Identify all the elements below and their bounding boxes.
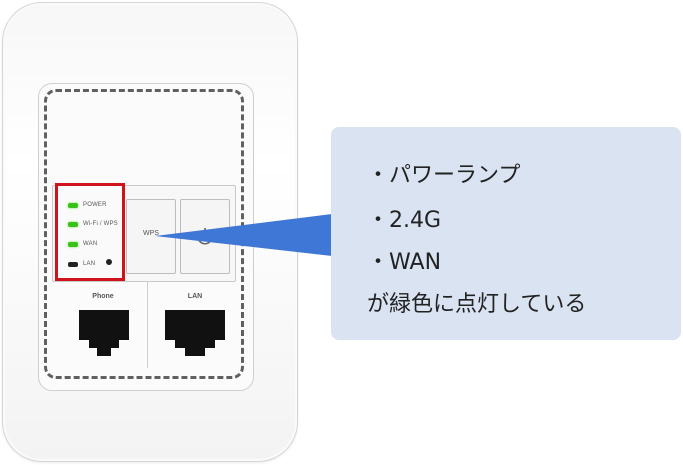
reset-hole-icon	[106, 259, 112, 265]
led-row-wan: WAN	[68, 241, 97, 247]
led-label: Wi-Fi / WPS	[83, 221, 118, 227]
led-label: POWER	[83, 202, 107, 208]
wan-led	[68, 241, 78, 247]
led-row-wifi: Wi-Fi / WPS	[68, 221, 118, 227]
callout-line: が緑色に点灯している	[367, 292, 587, 317]
callout-line: ・WAN	[367, 250, 442, 275]
led-row-power: POWER	[68, 202, 107, 208]
led-highlight-box: POWER Wi-Fi / WPS WAN LAN	[55, 183, 125, 281]
phone-port-label: Phone	[92, 293, 114, 300]
lan-led	[68, 261, 78, 267]
callout-line: ・2.4G	[367, 208, 442, 233]
lan-port-icon	[165, 310, 225, 356]
led-row-lan: LAN	[68, 261, 95, 267]
phone-port-icon	[79, 310, 129, 356]
wifi-led	[68, 221, 78, 227]
led-label: LAN	[83, 261, 96, 267]
wps-label: WPS	[143, 230, 159, 237]
port-divider	[147, 282, 148, 368]
led-label: WAN	[83, 241, 98, 247]
callout-line: ・パワーランプ	[367, 163, 521, 188]
power-led	[68, 202, 78, 208]
lan-port-label: LAN	[187, 293, 203, 300]
callout-box: ・パワーランプ ・2.4G ・WAN が緑色に点灯している	[331, 127, 681, 340]
